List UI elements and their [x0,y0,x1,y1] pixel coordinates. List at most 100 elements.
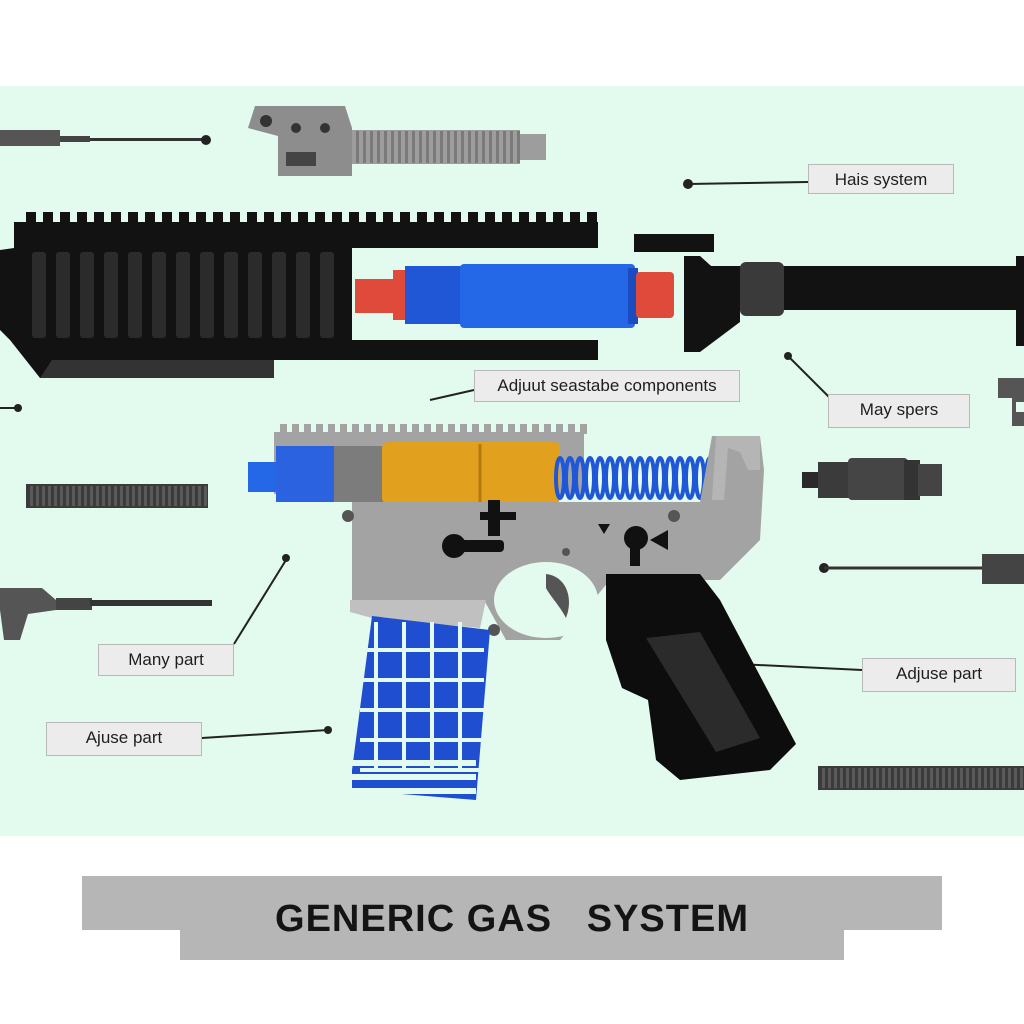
rail-ridge [150,486,153,506]
spring-ridge [517,131,520,163]
rail-ridge [858,768,861,788]
receiver-tooth [460,424,467,434]
rail-ridge [924,768,927,788]
rail-ridge [186,486,189,506]
rail-ridge [840,768,843,788]
rail-tooth [145,212,155,224]
spring-ridge [363,131,366,163]
spring-ridge [391,131,394,163]
leader-dots [14,179,792,734]
callout-many-part: Many part [98,644,234,676]
callout-hais-system: Hais system [808,164,954,194]
spring-ridge [454,131,457,163]
rail-ridge [114,486,117,506]
barrel-assembly [634,234,1024,352]
rail-ridge [948,768,951,788]
magazine-rib [402,652,406,678]
rail-ridge [846,768,849,788]
rail-ridge [204,486,207,506]
spring-ridge [447,131,450,163]
rail-tooth [264,212,274,224]
magazine-rib [430,682,434,708]
rail-ridge [1002,768,1005,788]
rail-ridge [84,486,87,506]
gas-tube-assembly [355,264,674,328]
magazine-rib [374,652,378,678]
receiver-tooth [352,424,359,434]
magazine-rib [402,712,406,738]
magazine-rib [430,622,434,648]
rail-ridge [48,486,51,506]
spring-ridge [489,131,492,163]
magazine-baseplate [352,760,476,794]
receiver-tooth [580,424,587,434]
receiver-tooth [508,424,515,434]
rail-ridge [156,486,159,506]
rail-slot [272,252,286,338]
receiver-tooth [532,424,539,434]
receiver-tooth [316,424,323,434]
rail-ridge [132,486,135,506]
spring-ridge [370,131,373,163]
rail-slot [224,252,238,338]
receiver-tooth [364,424,371,434]
rail-ridge [960,768,963,788]
magazine-rib [374,622,378,648]
magazine-grid [360,622,484,772]
rail-tooth [43,212,53,224]
rail-ridge [870,768,873,788]
rail-ridge [90,486,93,506]
magazine-rib [430,652,434,678]
rail-ridge [168,486,171,506]
rail-ridge [822,768,825,788]
rail-slots [32,252,334,338]
rail-ridge [918,768,921,788]
receiver-tooth [448,424,455,434]
rail-ridge [882,768,885,788]
receiver-tooth [496,424,503,434]
rail-tooth [230,212,240,224]
rail-ridge [942,768,945,788]
spring-ridge [503,131,506,163]
receiver-tooth [568,424,575,434]
magazine-rib [430,742,434,768]
magazine-rib [458,622,462,648]
magazine-rib [458,742,462,768]
title-banner-lower [180,925,844,960]
receiver-tooth [472,424,479,434]
rail-ridge [192,486,195,506]
magazine-rib [458,682,462,708]
rail-ridge [966,768,969,788]
magazine-rib [458,652,462,678]
optic-sight [248,106,352,176]
receiver-tooth [520,424,527,434]
rail-tooth [349,212,359,224]
spring-ridge [384,131,387,163]
rail-ridge [834,768,837,788]
magazine-rib [360,648,484,652]
rail-ridge [984,768,987,788]
rail-slot [56,252,70,338]
spring-ridge [496,131,499,163]
rail-ridge [828,768,831,788]
rail-ridge [78,486,81,506]
callout-ajuse-part-left: Ajuse part [46,722,202,756]
receiver-tooth [556,424,563,434]
left-rail-teeth [30,486,207,506]
rail-ridge [162,486,165,506]
rail-tooth [162,212,172,224]
rail-ridge [66,486,69,506]
rail-ridge [36,486,39,506]
spring-ridge [426,131,429,163]
rail-ridge [102,486,105,506]
rail-tooth [434,212,444,224]
receiver-tooth [424,424,431,434]
rail-slot [248,252,262,338]
rail-ridge [1008,768,1011,788]
rail-ridge [852,768,855,788]
rail-ridge [996,768,999,788]
rail-tooth [196,212,206,224]
upper-teeth [280,424,587,434]
receiver-tooth [340,424,347,434]
receiver-tooth [376,424,383,434]
